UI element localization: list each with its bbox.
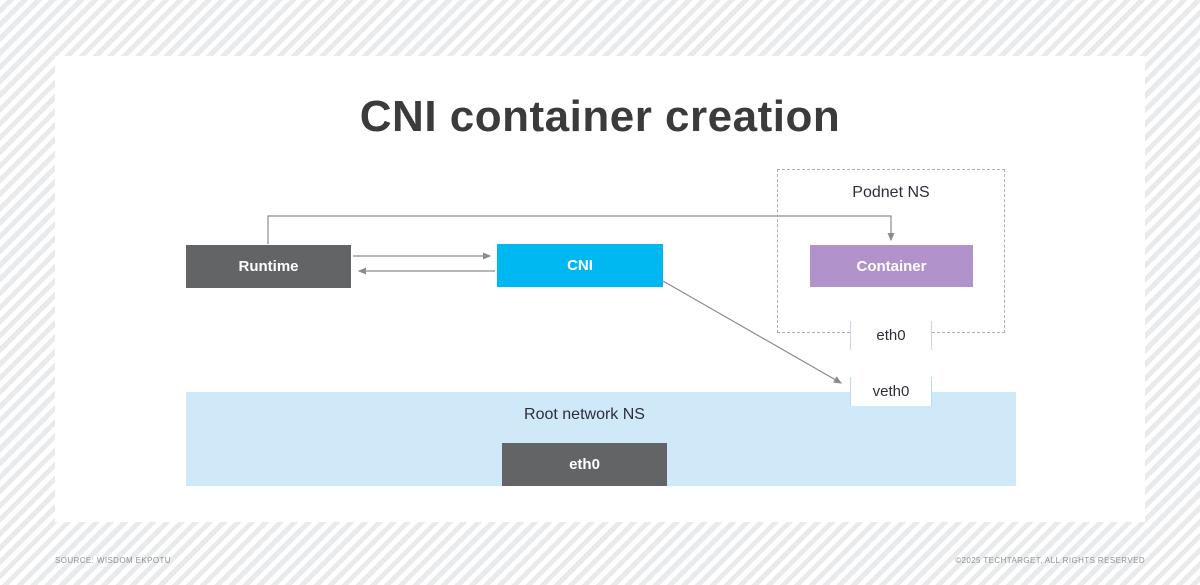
runtime-label: Runtime [238,258,299,275]
eth0-interface-label: eth0 [876,327,906,344]
copyright-notice: ©2025 TECHTARGET, ALL RIGHTS RESERVED [955,556,1145,565]
runtime-box: Runtime [186,245,351,288]
podnet-ns-label: Podnet NS [852,184,930,201]
root-eth0-box: eth0 [502,443,667,486]
container-box: Container [810,245,973,287]
source-credit: SOURCE: WISDOM EKPOTU [55,556,171,565]
eth0-interface-box: eth0 [850,321,932,350]
container-label: Container [856,257,927,275]
cni-box: CNI [497,244,663,287]
veth0-interface-box: veth0 [850,377,932,406]
page-title: CNI container creation [359,92,841,141]
veth0-interface-label: veth0 [872,383,910,400]
cni-label: CNI [567,257,593,274]
root-network-ns-label: Root network NS [524,406,645,423]
root-eth0-label: eth0 [569,456,600,473]
